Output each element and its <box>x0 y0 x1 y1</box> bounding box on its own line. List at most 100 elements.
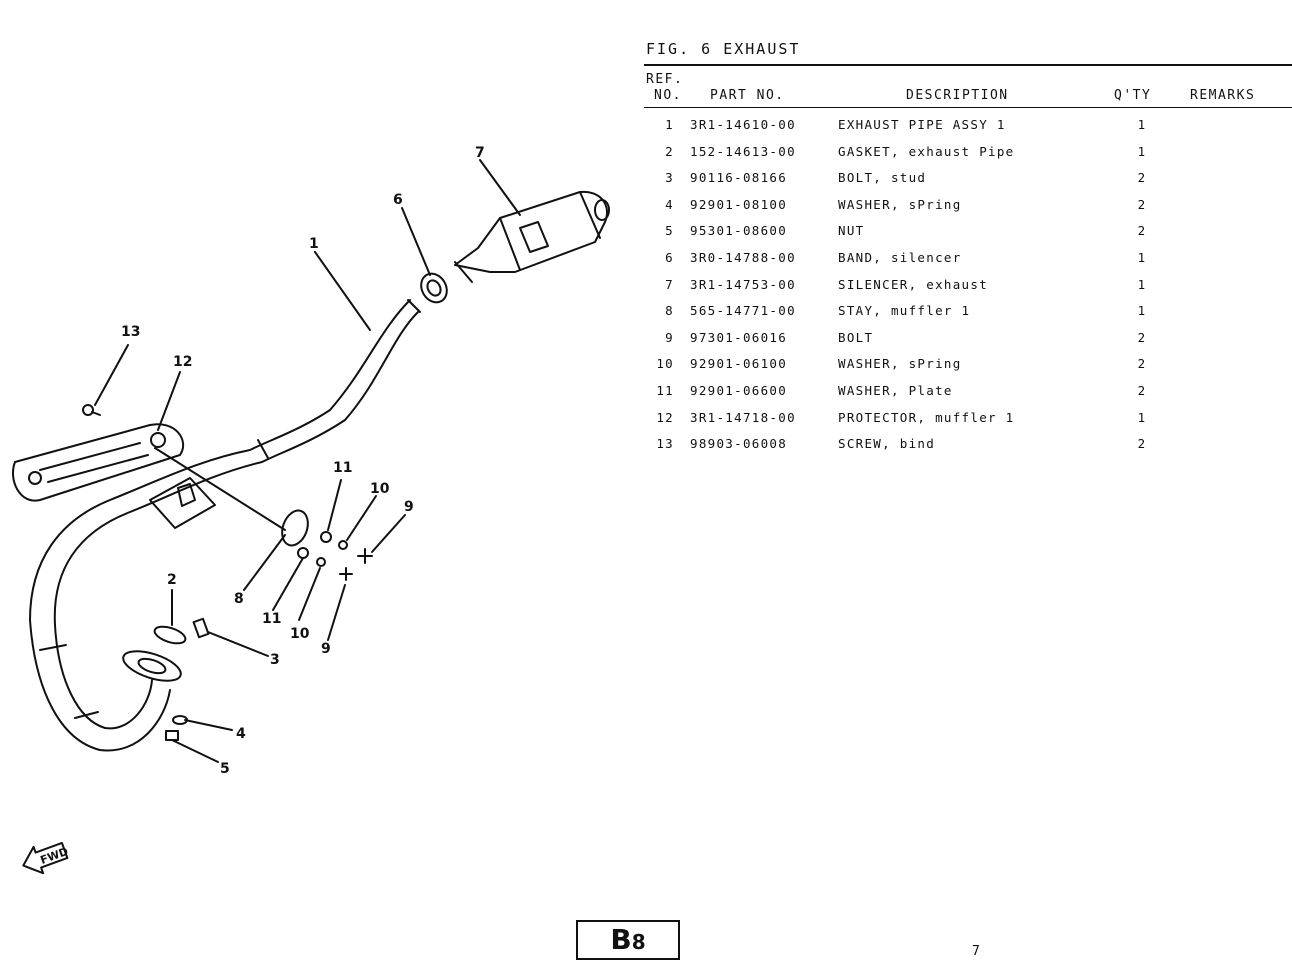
quantity: 1 <box>1137 303 1147 319</box>
header-ref-line2: NO. <box>654 88 682 103</box>
muffler-stay <box>281 509 309 547</box>
gasket <box>153 625 187 645</box>
part-number: 3R1-14610-00 <box>690 117 796 132</box>
callout-12: 12 <box>173 354 192 370</box>
exhaust-pipe <box>29 299 411 752</box>
callout-4: 4 <box>236 726 246 742</box>
ref-number: 5 <box>665 223 674 239</box>
callout-2: 2 <box>167 572 177 588</box>
ref-number: 2 <box>665 143 674 159</box>
callout-11: 11 <box>262 611 281 627</box>
quantity: 2 <box>1137 356 1147 372</box>
spring-washer-small <box>338 540 348 550</box>
part-number: 92901-08100 <box>690 196 788 212</box>
part-description: WASHER, Plate <box>838 382 953 398</box>
part-description: STAY, muffler 1 <box>838 303 971 319</box>
quantity: 1 <box>1137 143 1147 159</box>
callout-10: 10 <box>370 481 390 497</box>
ref-number: 9 <box>665 329 674 345</box>
silencer-band <box>420 272 448 304</box>
ref-number: 7 <box>665 276 674 292</box>
part-description: BAND, silencer <box>838 249 962 265</box>
quantity: 2 <box>1137 196 1147 212</box>
part-description: NUT <box>838 223 865 239</box>
flange <box>122 650 182 682</box>
callout-7: 7 <box>475 145 485 161</box>
quantity: 1 <box>1137 249 1147 265</box>
part-number: 95301-08600 <box>690 223 788 239</box>
part-description: WASHER, sPring <box>838 356 962 372</box>
part-number: 565-14771-00 <box>690 303 796 319</box>
ref-number: 11 <box>656 382 674 398</box>
exhaust-exploded-diagram: 1 2 3 4 5 6 7 8 9 9 10 10 11 11 12 13 FW… <box>12 145 610 875</box>
quantity: 1 <box>1137 276 1147 292</box>
part-description: WASHER, sPring <box>838 196 962 212</box>
title-rule <box>644 64 1292 66</box>
forward-arrow-icon: FWD <box>22 841 70 875</box>
ref-number: 12 <box>656 409 674 425</box>
part-number: 92901-06100 <box>690 356 788 372</box>
quantity: 1 <box>1137 409 1147 425</box>
page-number: 7 <box>972 944 980 959</box>
part-number: 3R0-14788-00 <box>690 249 796 265</box>
ref-number: 3 <box>665 170 674 186</box>
nut <box>165 730 179 741</box>
part-number: 152-14613-00 <box>690 143 796 159</box>
table-row: 2 152-14613-00 GASKET, exhaust Pipe 1 <box>644 139 1292 166</box>
quantity: 2 <box>1137 223 1147 239</box>
callout-10: 10 <box>290 626 310 642</box>
quantity: 2 <box>1137 170 1147 186</box>
protector <box>12 423 185 502</box>
callout-5: 5 <box>220 761 230 777</box>
part-number: 3R1-14753-00 <box>690 276 796 292</box>
plate-washer <box>320 531 332 543</box>
callout-6: 6 <box>393 192 403 208</box>
ref-number: 8 <box>665 303 674 319</box>
header-part-no: PART NO. <box>710 88 785 103</box>
ref-number: 4 <box>665 196 674 212</box>
quantity: 2 <box>1137 436 1147 452</box>
page-code-letter: B <box>610 923 632 956</box>
part-number: 92901-06600 <box>690 382 788 398</box>
header-rule <box>644 107 1292 108</box>
part-description: PROTECTOR, muffler 1 <box>838 409 1015 425</box>
figure-title: FIG. 6 EXHAUST <box>646 40 801 58</box>
table-row: 12 3R1-14718-00 PROTECTOR, muffler 1 1 <box>644 405 1292 432</box>
ref-number: 10 <box>656 356 674 372</box>
part-number: 97301-06016 <box>690 329 788 345</box>
part-description: GASKET, exhaust Pipe <box>838 143 1015 159</box>
part-description: BOLT <box>838 329 874 345</box>
part-number: 98903-06008 <box>690 436 788 452</box>
callout-1: 1 <box>309 236 319 252</box>
silencer <box>454 190 608 273</box>
table-row: 5 95301-08600 NUT 2 <box>644 218 1292 245</box>
table-row: 8 565-14771-00 STAY, muffler 1 1 <box>644 298 1292 325</box>
header-qty: Q'TY <box>1114 88 1152 103</box>
table-row: 9 97301-06016 BOLT 2 <box>644 325 1292 352</box>
header-ref-line1: REF. <box>646 72 684 87</box>
ref-number: 6 <box>665 249 674 265</box>
quantity: 2 <box>1137 382 1147 398</box>
part-number: 3R1-14718-00 <box>690 409 796 425</box>
quantity: 2 <box>1137 329 1147 345</box>
header-remarks: REMARKS <box>1190 88 1256 103</box>
table-row: 10 92901-06100 WASHER, sPring 2 <box>644 351 1292 378</box>
page-code-digit: 8 <box>631 930 646 954</box>
callout-11: 11 <box>333 460 352 476</box>
part-description: EXHAUST PIPE ASSY 1 <box>838 117 1006 132</box>
callout-13: 13 <box>121 324 140 340</box>
table-row: 7 3R1-14753-00 SILENCER, exhaust 1 <box>644 272 1292 299</box>
part-description: SILENCER, exhaust <box>838 276 989 292</box>
stud-bolt <box>192 617 210 639</box>
part-number: 90116-08166 <box>690 170 788 186</box>
page-code-box: B8 <box>576 920 680 960</box>
callout-3: 3 <box>270 652 280 668</box>
part-description: SCREW, bind <box>838 436 936 452</box>
callout-9: 9 <box>404 499 414 515</box>
callout-8: 8 <box>234 591 244 607</box>
quantity: 1 <box>1137 117 1147 132</box>
